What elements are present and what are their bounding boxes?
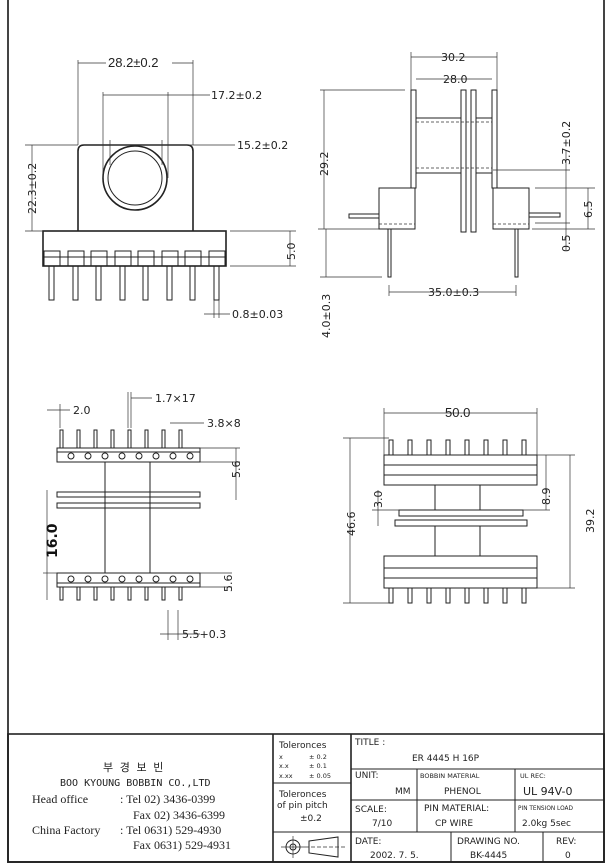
bobbin-material-label: BOBBIN MATERIAL [420,772,480,780]
front-pins [43,250,226,301]
pin-pitch-value: ±0.2 [300,814,322,824]
bottom-top-row [56,429,201,463]
bottom-bottom-row [56,572,201,601]
tolerance-key: x.xx [279,772,293,780]
scale-value: 7/10 [372,819,392,829]
dim-row-spacing: 16.0 [45,523,61,558]
dim-pin-dia: 0.8±0.03 [232,308,283,321]
pin-material-label: PIN MATERIAL: [424,804,489,814]
projection-symbol-icon [281,836,347,858]
dim-pitch-offset: 2.0 [73,404,91,417]
china-factory-fax: Fax 0631) 529-4931 [133,838,231,852]
unit-value: MM [395,787,411,797]
dim-pin-slot: 3.8×8 [207,417,241,430]
dim-base-height: 5.0 [285,243,298,261]
dim-core-dia: 15.2±0.2 [237,139,288,152]
dim-pin-length: 4.0±0.3 [320,294,333,338]
title-block: 부 경 보 빈 BOO KYOUNG BOBBIN CO.,LTD Head o… [7,733,605,863]
dim-top-width: 50.0 [445,405,470,420]
front-view: 28.2±0.2 17.2±0.2 15.2±0.2 22.3±0.2 5.0 … [25,55,298,321]
title-label: TITLE : [354,738,385,748]
tolerance-key: x.x [279,762,289,770]
tolerance-value: ± 0.1 [309,762,327,770]
tolerance-key: x [279,753,283,761]
china-factory-label: China Factory [32,823,100,837]
rev-value: 0 [565,851,571,861]
dim-slot-size: 1.7×17 [155,392,196,405]
tolerance-value: ± 0.2 [309,753,327,761]
pin-pitch-line2: of pin pitch [277,801,328,811]
scale-label: SCALE: [355,805,387,815]
top-view: 50.0 46.6 3.0 8.9 39.2 [343,405,597,604]
head-office-fax: Fax 02) 3436-6399 [133,808,225,822]
rev-label: REV: [556,837,576,847]
drawing-title: ER 4445 H 16P [412,754,480,764]
unit-label: UNIT: [355,771,379,781]
company-name: BOO KYOUNG BOBBIN CO.,LTD [60,778,211,789]
dim-inner-length: 39.2 [584,509,597,534]
company-name-korean: 부 경 보 빈 [103,761,163,774]
date-value: 2002. 7. 5. [370,851,419,861]
tolerances: Toleronces x ± 0.2 x.x ± 0.1 x.xx ± 0.05… [277,741,331,824]
dim-slot: 3.7±0.2 [560,121,573,165]
company-info: 부 경 보 빈 BOO KYOUNG BOBBIN CO.,LTD Head o… [32,761,231,852]
dim-side-height: 29.2 [318,152,331,177]
bottom-view: 2.0 1.7×17 3.8×8 5.6 16.0 5.6 5.5+0.3 [43,392,243,641]
dim-inner-width: 28.0 [443,73,468,86]
head-office-tel: : Tel 02) 3436-0399 [120,792,215,806]
dim-offset: 0.5 [560,235,573,253]
dim-width-outer: 28.2±0.2 [108,55,159,70]
drawing-no-value: BK-4445 [470,851,507,861]
ul-label: UL REC: [520,772,546,780]
pin-material-value: CP WIRE [435,819,473,829]
dim-height: 22.3±0.2 [26,163,39,214]
dim-flange-thickness: 3.0 [372,491,385,509]
dim-pin-span: 35.0±0.3 [428,286,479,299]
dim-pin-offset: 5.5+0.3 [182,628,226,641]
ul-value: UL 94V-0 [523,785,573,798]
dim-width-inner: 17.2±0.2 [211,89,262,102]
dim-row-depth-top: 5.6 [230,461,243,479]
bobbin-material-value: PHENOL [444,787,481,797]
dim-total-length: 46.6 [345,512,358,537]
dim-row-depth-bottom: 5.6 [222,575,235,593]
pin-pitch-line1: Toleronces [278,790,327,800]
pin-tension-value: 2.0kg 5sec [522,819,571,829]
tolerance-value: ± 0.05 [309,772,331,780]
dim-flange-width: 30.2 [441,51,466,64]
dim-gap: 8.9 [540,488,553,506]
dim-block-height: 6.5 [582,201,595,219]
pin-tension-label: PIN TENSION LOAD [518,806,574,812]
tolerances-title: Toleronces [278,741,327,751]
date-label: DATE: [355,837,381,847]
head-office-label: Head office [32,792,88,806]
china-factory-tel: : Tel 0631) 529-4930 [120,823,221,837]
side-view: 30.2 28.0 29.2 4.0±0.3 35.0±0.3 3.7±0.2 … [318,51,595,338]
drawing-no-label: DRAWING NO. [457,837,520,847]
